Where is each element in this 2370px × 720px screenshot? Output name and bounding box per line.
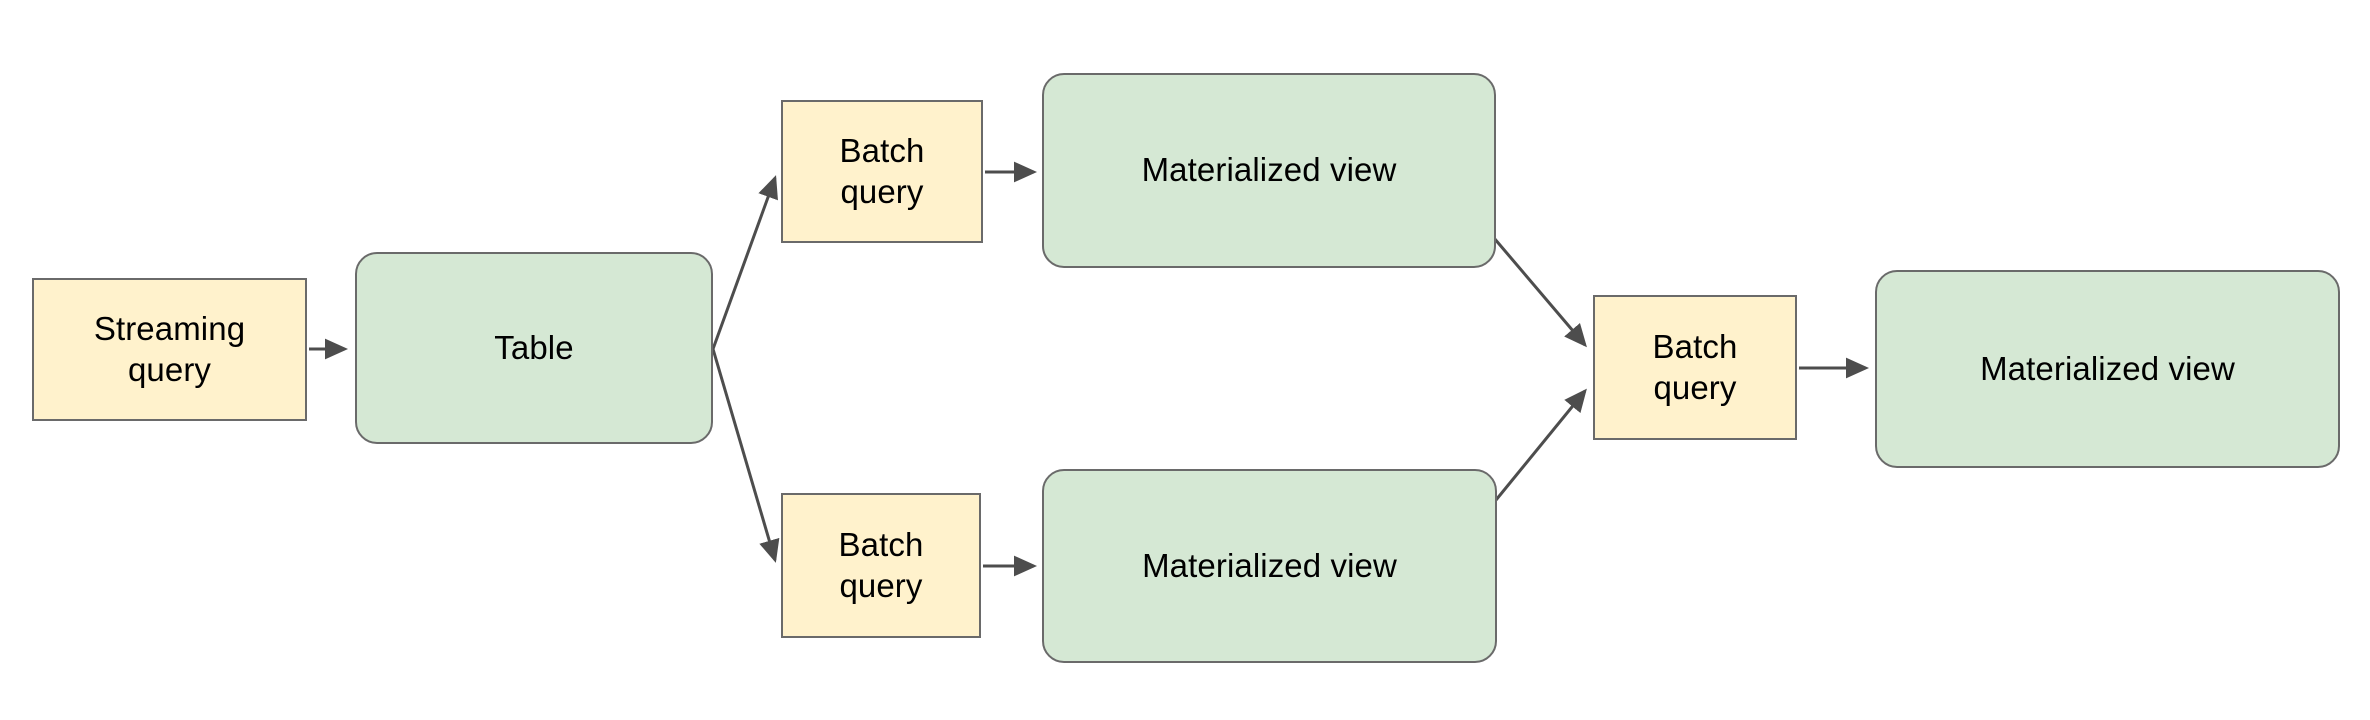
node-batch-query-top[interactable]: Batch query bbox=[781, 100, 983, 243]
node-materialized-view-top[interactable]: Materialized view bbox=[1042, 73, 1496, 268]
node-table[interactable]: Table bbox=[355, 252, 713, 444]
edge-table-to-batch-query-bottom bbox=[711, 348, 780, 563]
node-materialized-view-right[interactable]: Materialized view bbox=[1875, 270, 2340, 468]
node-batch-query-right[interactable]: Batch query bbox=[1593, 295, 1797, 440]
edge-materialized-view-top-to-batch-query-right bbox=[1492, 237, 1587, 348]
edge-table-to-batch-query-top bbox=[711, 175, 778, 350]
edge-materialized-view-bottom-to-batch-query-right bbox=[1494, 388, 1587, 501]
node-batch-query-bottom[interactable]: Batch query bbox=[781, 493, 981, 638]
node-materialized-view-bottom[interactable]: Materialized view bbox=[1042, 469, 1497, 663]
node-streaming-query[interactable]: Streaming query bbox=[32, 278, 307, 421]
